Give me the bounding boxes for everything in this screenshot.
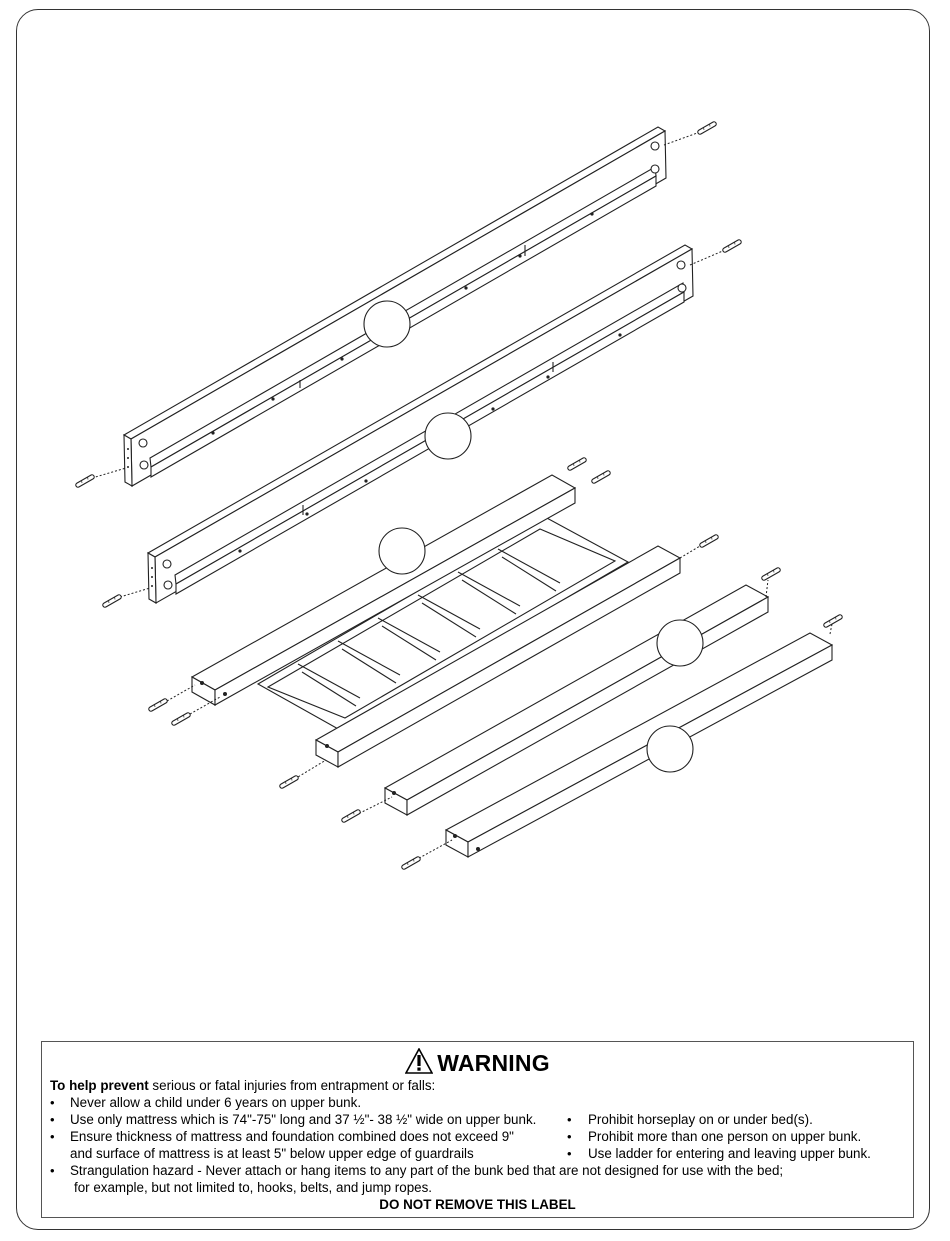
callout-circle (363, 300, 411, 348)
dowel-pin-icon (282, 778, 296, 786)
board-c (383, 584, 770, 816)
warning-item: Strangulation hazard - Never attach or h… (70, 1163, 784, 1178)
callout-circle (424, 412, 472, 460)
bullet-icon: • (50, 1163, 55, 1178)
bullet-icon: • (50, 1129, 55, 1144)
long-rail-1 (122, 126, 667, 487)
bullet-icon: • (567, 1129, 572, 1144)
board-a (190, 474, 577, 706)
warning-label: WARNING To help prevent serious or fatal… (41, 1041, 914, 1218)
dowel-pin-icon (174, 715, 188, 723)
warning-item: Use ladder for entering and leaving uppe… (588, 1146, 871, 1161)
bullet-icon: • (567, 1146, 572, 1161)
callout-circle (646, 725, 694, 773)
warning-item: Ensure thickness of mattress and foundat… (70, 1129, 514, 1144)
warning-item-continued: and surface of mattress is at least 5" b… (70, 1146, 474, 1161)
warning-intro: To help prevent serious or fatal injurie… (50, 1078, 435, 1094)
dowel-pin-icon (105, 597, 119, 605)
dowel-pin-icon (702, 537, 716, 545)
warning-item-continued: for example, but not limited to, hooks, … (74, 1180, 433, 1195)
dowel-pin-icon (594, 473, 608, 481)
dowel-pin-icon (344, 812, 358, 820)
board-d (444, 632, 834, 858)
dowel-pin-icon (78, 477, 92, 485)
dowel-pin-icon (151, 701, 165, 709)
bullet-icon: • (567, 1112, 572, 1127)
dowel-pin-icon (764, 570, 778, 578)
warning-triangle-icon (405, 1048, 434, 1074)
intro-rest: serious or fatal injuries from entrapmen… (148, 1078, 436, 1093)
callout-circle (378, 527, 426, 575)
do-not-remove-label: DO NOT REMOVE THIS LABEL (379, 1197, 576, 1212)
slat-frame (256, 516, 630, 731)
long-rail-2 (146, 244, 694, 604)
warning-item: Use only mattress which is 74"-75" long … (70, 1112, 537, 1127)
page-frame (16, 9, 930, 1230)
board-b (314, 545, 682, 768)
dowel-pin-icon (725, 242, 739, 250)
warning-item: Prohibit horseplay on or under bed(s). (588, 1112, 813, 1127)
warning-heading: WARNING (42, 1048, 913, 1077)
dowel-pin-icon (700, 124, 714, 132)
intro-bold: To help prevent (50, 1078, 149, 1093)
warning-item: Prohibit more than one person on upper b… (588, 1129, 862, 1144)
warning-item: Never allow a child under 6 years on upp… (70, 1095, 362, 1110)
exploded-assembly-diagram (0, 0, 950, 1040)
dowel-pin-icon (570, 460, 584, 468)
callout-circle (656, 619, 704, 667)
dowel-pin-icon (826, 617, 840, 625)
bullet-icon: • (50, 1095, 55, 1110)
bullet-icon: • (50, 1112, 55, 1127)
warning-title: WARNING (437, 1050, 550, 1076)
dowel-pin-icon (404, 859, 418, 867)
